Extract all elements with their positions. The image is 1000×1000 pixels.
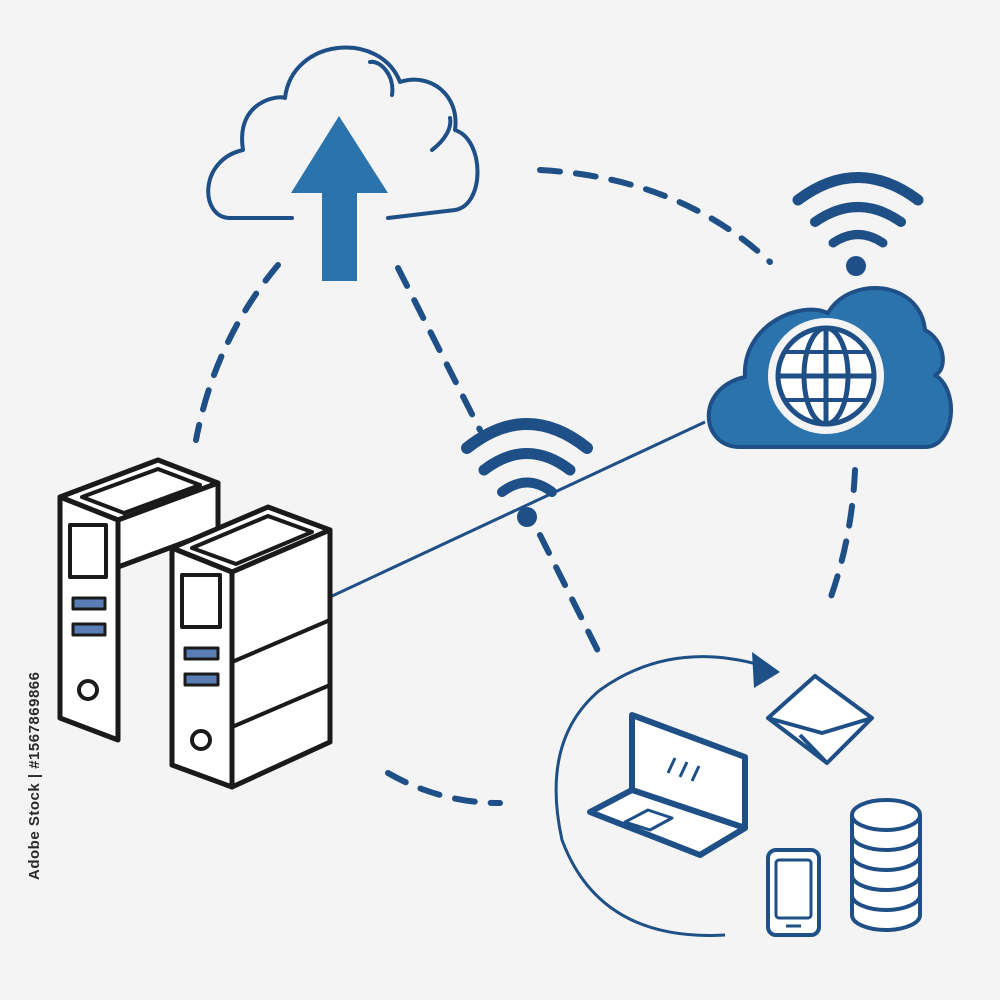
- connector-cloud-to-server: [193, 262, 281, 443]
- connector-bottom: [385, 770, 503, 806]
- database-icon: [850, 798, 922, 932]
- upload-arrow: [291, 116, 388, 281]
- device-cycle-arc: [554, 652, 780, 937]
- server-rack-icon: [169, 504, 333, 790]
- link-server-to-globe: [329, 420, 706, 599]
- cloud-outline: [206, 45, 480, 220]
- wifi-icon: [461, 418, 593, 527]
- connector-globe-to-devices: [825, 467, 858, 608]
- server-rack-icon: [57, 457, 221, 743]
- envelope-icon: [766, 674, 874, 765]
- connector-cloud-to-wifi: [395, 265, 483, 433]
- laptop-icon: [587, 712, 748, 858]
- cloud-upload-icon: [206, 45, 480, 281]
- connector-top-arc: [537, 167, 773, 265]
- globe-cloud-icon: [706, 286, 953, 449]
- stock-id-label: Adobe Stock | #1567869866: [26, 671, 43, 880]
- dashed-connectors: [193, 167, 858, 806]
- connector-wifi-to-laptop: [537, 532, 603, 658]
- wifi-icon: [792, 172, 924, 276]
- arrow-head-icon: [752, 652, 780, 688]
- smartphone-icon: [766, 848, 821, 937]
